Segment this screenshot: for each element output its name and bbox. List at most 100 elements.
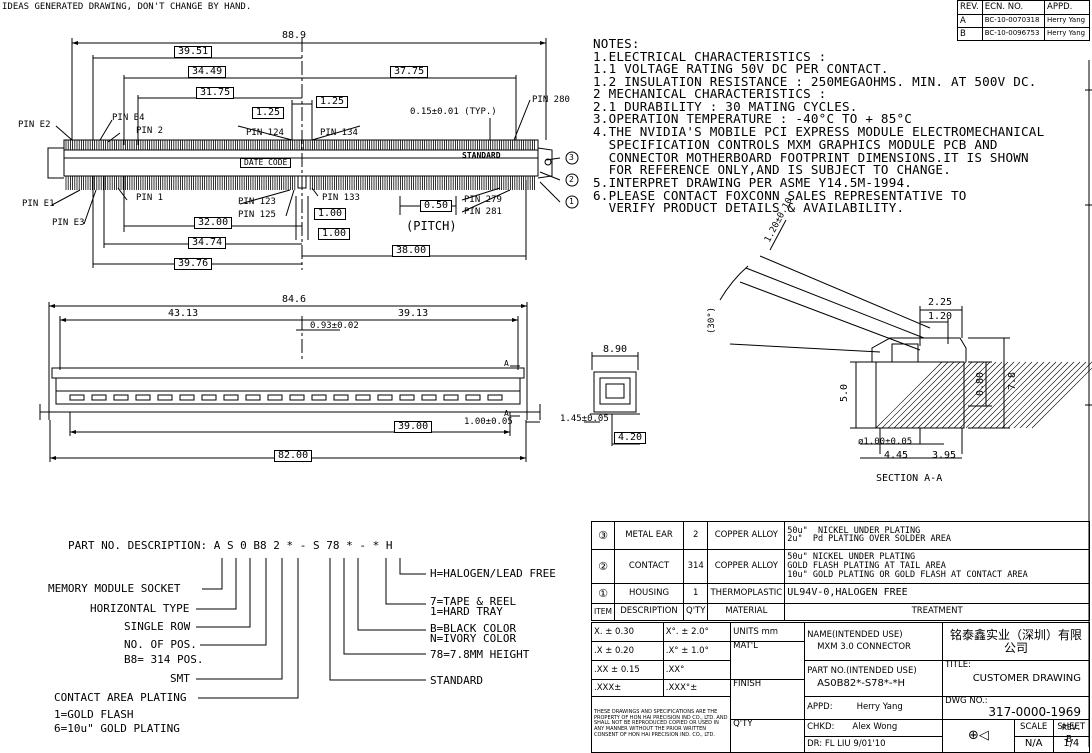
rev-cell: B (957, 27, 983, 41)
housing-slot (157, 394, 173, 401)
housing-slot (333, 394, 349, 401)
note-line: SPECIFICATION CONTROLS MXM GRAPHICS MODU… (593, 137, 998, 152)
dim-label: 43.13 (168, 308, 199, 319)
drawing-stroke (1007, 361, 1075, 429)
dim-box: 39.76 (174, 258, 213, 270)
bom-item: ① (590, 583, 616, 604)
dim-label: 7.8 (1007, 371, 1018, 390)
tol-cell: .XX° (662, 660, 732, 680)
pin-label: PIN 281 (464, 207, 502, 217)
drawing-stroke (965, 361, 1033, 429)
dim-overall-front: 84.6 (282, 294, 307, 305)
drawing-stroke (881, 361, 949, 429)
bom-material: COPPER ALLOY (707, 548, 786, 585)
drawing-stroke (1031, 367, 1092, 429)
housing-slot (135, 394, 151, 401)
drawing-stroke (893, 361, 961, 429)
housing-slot (377, 394, 393, 401)
dr-value: FL LIU 9/01'10 (824, 738, 886, 749)
drawing-stroke (935, 361, 1003, 429)
header-note: IDEAS GENERATED DRAWING, DON'T CHANGE BY… (2, 2, 252, 12)
drawing-stroke (887, 361, 955, 429)
pin-label: PIN E3 (52, 218, 85, 228)
note-line: 5.INTERPRET DRAWING PER ASME Y14.5M-1994… (593, 175, 913, 190)
housing-slot (487, 394, 503, 401)
dim-box: 39.00 (394, 421, 433, 433)
qty-label: Q'TY (730, 718, 806, 753)
dim-label: 8.90 (603, 344, 628, 355)
name-label: NAME(INTENDED USE) (807, 630, 903, 641)
pin-label: PIN E4 (112, 113, 145, 123)
callout-1: 1 (569, 197, 574, 206)
units-value: mm (761, 626, 779, 637)
callout-2: 2 (569, 175, 574, 184)
dwg-label: DWG NO.: (945, 696, 988, 706)
part-desc-item: SINGLE ROW (124, 620, 191, 633)
drawing-stroke (947, 361, 1015, 429)
drawing-stroke (905, 361, 973, 429)
bom-table: ③ METAL EAR 2 COPPER ALLOY 50u" NICKEL U… (590, 521, 1090, 622)
dim-box: 1.00 (314, 208, 347, 220)
pin-label: PIN 134 (320, 128, 358, 138)
dim-box: 38.00 (392, 245, 431, 257)
chkd-label: CHKD: (807, 722, 835, 733)
dim-box: 34.74 (188, 237, 227, 249)
housing-slot (267, 394, 283, 401)
bom-qty: 2 (683, 521, 709, 550)
part-desc-item: MEMORY MODULE SOCKET (48, 582, 181, 595)
dim-box: 1.25 (252, 107, 285, 119)
partno-value: AS0B82*-S78*-*H (817, 678, 906, 690)
part-desc-item: CONTACT AREA PLATING (54, 691, 187, 704)
dim-label: 2.25 (928, 297, 953, 308)
pin-label: PIN 133 (322, 193, 360, 203)
drawing-stroke (959, 361, 1027, 429)
title-block: X. ± 0.30 X°. ± 2.0° UNITS mm NAME(INTEN… (590, 622, 1090, 753)
name-value: MXM 3.0 CONNECTOR (817, 642, 911, 652)
drawing-stroke (929, 361, 997, 429)
company-name: 铭泰鑫实业（深圳）有限公司 (942, 622, 1090, 661)
note-line: 4.THE NVIDIA'S MOBILE PCI EXPRESS MODULE… (593, 124, 1045, 139)
dim-box: 37.75 (390, 66, 429, 78)
scale-label: SCALE (1013, 718, 1054, 737)
drawing-stroke (977, 361, 1045, 429)
part-desc-item: NO. OF POS. (124, 638, 197, 651)
bom-material: THERMOPLASTIC (707, 583, 786, 604)
bom-qty: 1 (683, 583, 709, 604)
dim-box: 1.00 (318, 228, 351, 240)
matl-label: MAT'L (730, 641, 806, 680)
date-code-label: DATE CODE (240, 158, 292, 168)
tol-cell: X. ± 0.30 (591, 622, 664, 642)
appd-cell: Herry Yang (1044, 14, 1090, 28)
pin-label: PIN 2 (136, 126, 164, 136)
bom-header: TREATMENT (784, 602, 1090, 622)
bom-desc: METAL EAR (614, 521, 685, 550)
drawing-stroke (911, 361, 979, 429)
ecn-header: ECN. NO. (981, 0, 1046, 15)
drawing-stroke (1001, 361, 1069, 429)
dim-label: 1.20 (928, 311, 953, 322)
part-desc-title: PART NO. DESCRIPTION: A S 0 B8 2 * - S 7… (68, 539, 393, 552)
appd-cell: Herry Yang (1044, 27, 1090, 41)
section-mark: A (504, 359, 509, 368)
bom-desc: CONTACT (614, 548, 685, 585)
bom-header: Q'TY (683, 602, 709, 622)
bom-header: ITEM (590, 602, 616, 622)
drawing-stroke (923, 361, 991, 429)
housing-slot (399, 394, 415, 401)
dim-box: 32.00 (194, 217, 233, 229)
part-desc-item: 6=10u" GOLD PLATING (54, 722, 180, 735)
pin-label: PIN E1 (22, 199, 55, 209)
pitch-label: (PITCH) (406, 219, 457, 233)
housing-slot (69, 394, 85, 401)
part-desc-item: 1=GOLD FLASH (54, 708, 134, 721)
drawing-stroke (875, 361, 943, 429)
bom-desc: HOUSING (614, 583, 685, 604)
dim-box: 0.50 (420, 200, 453, 212)
pin-label: PIN 124 (246, 128, 284, 138)
part-desc-item: H=HALOGEN/LEAD FREE (430, 567, 556, 580)
dim-overall: 88.9 (282, 30, 307, 41)
standard-marking: STANDARD (462, 151, 501, 160)
housing-slot (465, 394, 481, 401)
drawing-stroke (1019, 361, 1087, 429)
